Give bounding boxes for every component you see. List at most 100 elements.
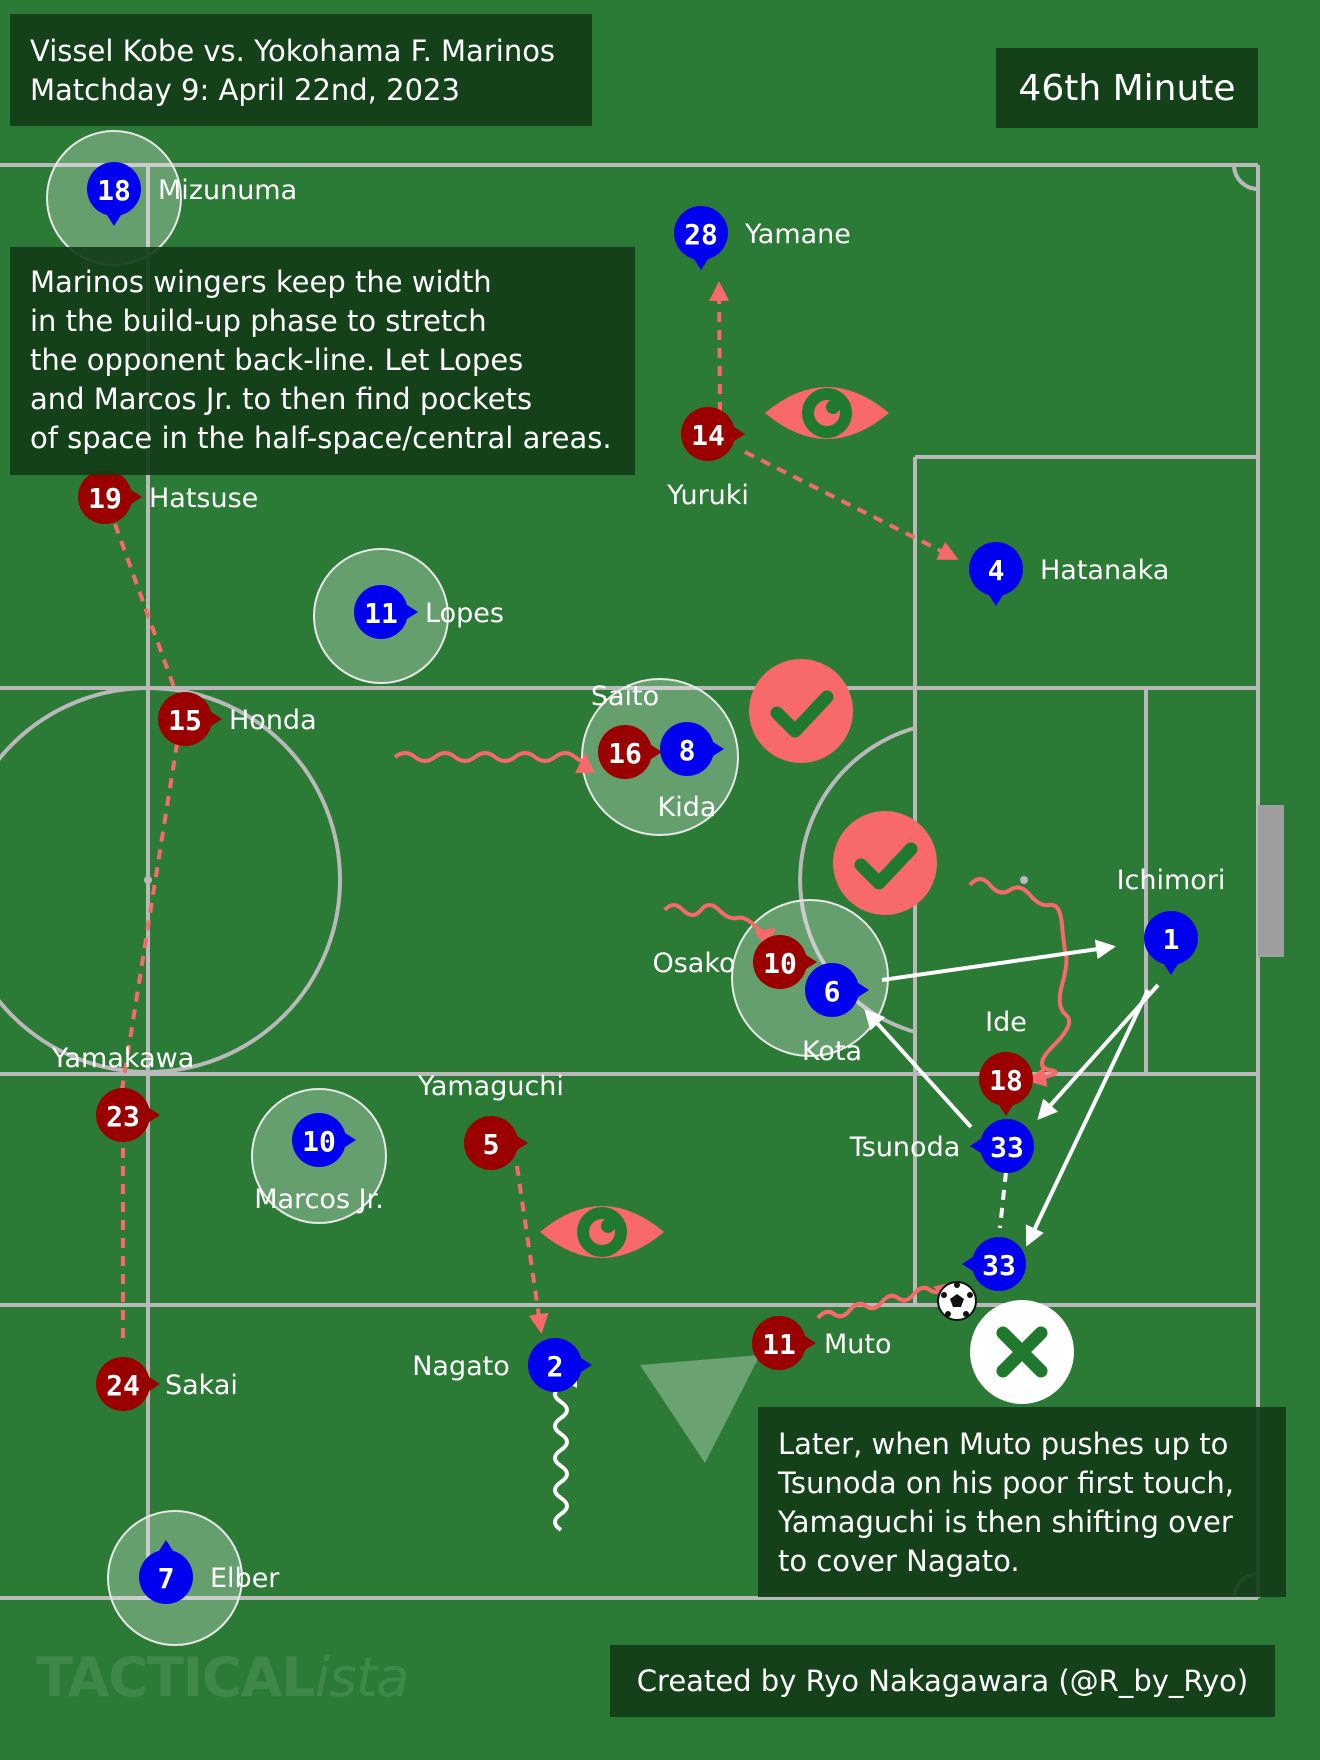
player-kobe-yamaguchi: 5 Yamaguchi <box>417 1071 564 1170</box>
wavy-run-ide <box>968 877 1071 1087</box>
player-number: 15 <box>168 704 202 737</box>
pass-ichimori-tsunoda-2 <box>1025 989 1150 1247</box>
player-marinos-unnamed: 33 <box>962 1237 1026 1291</box>
tsunoda-movement <box>998 1171 1008 1229</box>
credit-label: Created by Ryo Nakagawara (@R_by_Ryo) <box>636 1664 1249 1698</box>
pressing-run-honda <box>120 724 182 1091</box>
player-token-marinos <box>980 1119 1034 1173</box>
player-name: Nagato <box>412 1351 510 1382</box>
player-number: 11 <box>762 1328 796 1361</box>
nagato-wavy-run <box>553 1368 578 1532</box>
player-token-marinos <box>1144 911 1198 965</box>
wavy-run-muto <box>816 1281 956 1320</box>
player-marinos-hatanaka: 4 Hatanaka <box>969 542 1169 606</box>
credit-box: Created by Ryo Nakagawara (@R_by_Ryo) <box>610 1645 1275 1717</box>
player-name: Ide <box>985 1007 1027 1038</box>
player-kobe-saito: 16 Saito <box>591 681 662 779</box>
player-token-marinos <box>805 963 859 1017</box>
player-marinos-yamane: 28 Yamane <box>674 206 851 270</box>
wavy-runs <box>393 751 1071 1320</box>
player-kobe-honda: 15 Honda <box>158 692 317 746</box>
player-token-kobe <box>753 935 807 989</box>
player-name: Yamaguchi <box>417 1071 564 1102</box>
player-token-kobe <box>96 1088 150 1142</box>
player-number: 18 <box>97 174 131 207</box>
pressing-runs <box>113 281 959 1345</box>
player-number: 28 <box>684 218 718 251</box>
player-number: 14 <box>691 419 725 452</box>
goal <box>1258 805 1284 957</box>
player-token-kobe <box>752 1316 806 1370</box>
player-name: Hatanaka <box>1040 555 1169 586</box>
triangle-marker-icon <box>640 1355 760 1463</box>
player-name: Kida <box>658 792 717 823</box>
player-token-marinos <box>354 585 408 639</box>
player-name: Honda <box>229 705 317 736</box>
player-name: Osako <box>652 948 735 979</box>
player-token-kobe <box>96 1357 150 1411</box>
top-annotation: Marinos wingers keep the width in the bu… <box>10 247 635 475</box>
player-number: 5 <box>483 1128 500 1161</box>
player-marinos-tsunoda: 33 Tsunoda <box>849 1119 1034 1173</box>
player-number: 33 <box>990 1131 1024 1164</box>
pass-kota-ichimori <box>881 939 1116 982</box>
player-name: Saito <box>591 681 659 712</box>
wavy-run-saito <box>393 751 595 774</box>
pressing-run-yuruki <box>709 281 730 413</box>
cross-icon <box>970 1300 1074 1404</box>
player-marinos-elber: 7 Elber <box>139 1540 280 1604</box>
player-token-marinos <box>528 1338 582 1392</box>
wavy-run-osako <box>663 903 777 948</box>
player-number: 18 <box>989 1064 1023 1097</box>
checkmark-icon <box>749 659 853 763</box>
player-kobe-osako: 10 Osako <box>652 935 817 989</box>
player-number: 16 <box>608 737 642 770</box>
pass-tsunoda-kota <box>864 1009 973 1129</box>
player-number: 1 <box>1163 923 1180 956</box>
bottom-annotation: Later, when Muto pushes up to Tsunoda on… <box>758 1407 1286 1597</box>
player-name: Yuruki <box>666 480 749 511</box>
player-token-marinos <box>292 1113 346 1167</box>
player-number: 24 <box>106 1369 140 1402</box>
player-name: Sakai <box>165 1370 238 1401</box>
player-name: Tsunoda <box>849 1132 961 1163</box>
eye-icon <box>540 1206 664 1258</box>
player-number: 7 <box>158 1562 175 1595</box>
player-name: Marcos Jr. <box>254 1184 384 1215</box>
player-token-marinos <box>674 206 728 260</box>
match-date: Matchday 9: April 22nd, 2023 <box>30 73 460 107</box>
minute-label: 46th Minute <box>1018 67 1236 109</box>
checkmark-icon <box>833 811 937 915</box>
player-number: 4 <box>988 554 1005 587</box>
player-kobe-ide: 18 Ide <box>979 1007 1033 1116</box>
player-number: 10 <box>763 947 797 980</box>
player-name: Kota <box>802 1036 862 1067</box>
pressing-run-yamaguchi <box>515 1165 549 1334</box>
player-number: 23 <box>106 1100 140 1133</box>
player-number: 10 <box>302 1125 336 1158</box>
pass-lines <box>553 939 1160 1532</box>
watermark-logo: TACTICALista <box>36 1646 409 1709</box>
player-number: 6 <box>824 975 841 1008</box>
pressing-run-yuruki-hatanaka <box>744 450 959 560</box>
player-token-kobe <box>681 407 735 461</box>
player-name: Yamane <box>744 219 851 250</box>
player-token-kobe <box>598 725 652 779</box>
pressing-run-hatsuse <box>113 523 177 691</box>
minute-badge: 46th Minute <box>996 48 1258 128</box>
player-token-marinos <box>969 542 1023 596</box>
watermark-italic: ista <box>314 1646 409 1709</box>
player-number: 33 <box>982 1249 1016 1282</box>
player-token-kobe <box>979 1052 1033 1106</box>
player-name: Muto <box>824 1329 892 1360</box>
player-name: Elber <box>210 1563 280 1594</box>
player-kobe-muto: 11 Muto <box>752 1316 892 1370</box>
eye-icon <box>765 387 889 439</box>
